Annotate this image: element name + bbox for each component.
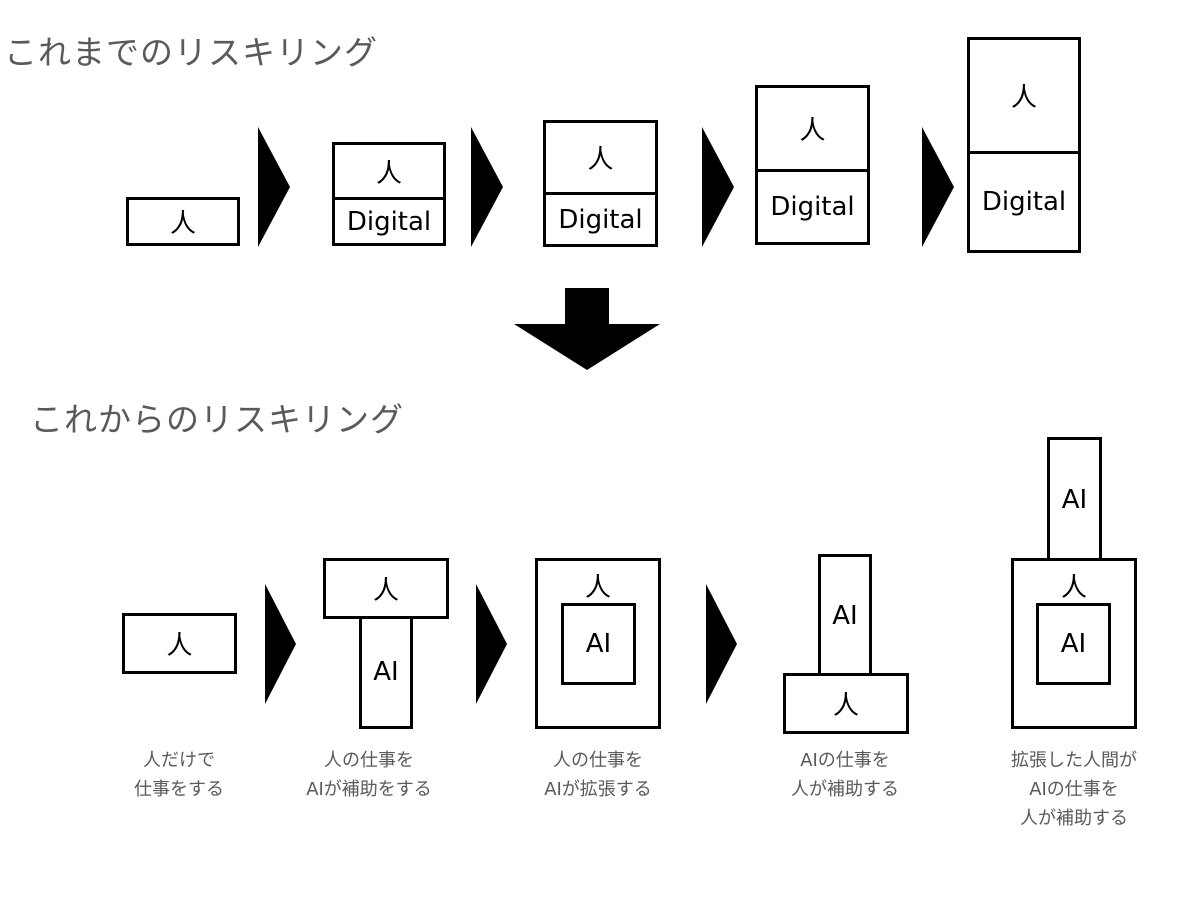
old-stage3-human-box: 人 bbox=[543, 120, 658, 195]
new-stage4-human-box: 人 bbox=[783, 673, 909, 734]
caption-line: 人が補助する bbox=[791, 779, 899, 800]
old-stage3-digital-box: Digital bbox=[543, 192, 658, 247]
caption-line: AIが拡張する bbox=[544, 779, 652, 800]
caption-stage4: AIの仕事を 人が補助する bbox=[745, 746, 945, 804]
chevron-right-arrow bbox=[265, 584, 296, 704]
ai-label: AI bbox=[832, 601, 858, 631]
caption-stage3: 人の仕事を AIが拡張する bbox=[498, 746, 698, 804]
caption-line: 人の仕事を bbox=[553, 750, 643, 771]
ai-label: AI bbox=[1061, 485, 1088, 515]
caption-line: AIの仕事を bbox=[800, 750, 890, 771]
human-label: 人 bbox=[375, 158, 402, 189]
new-stage3-human-label: 人 bbox=[535, 566, 661, 604]
new-stage1-human-box: 人 bbox=[122, 613, 237, 674]
caption-stage5: 拡張した人間が AIの仕事を 人が補助する bbox=[974, 746, 1174, 833]
new-stage2-human-box: 人 bbox=[323, 558, 449, 619]
down-arrow bbox=[514, 288, 660, 370]
old-stage2-digital-box: Digital bbox=[332, 197, 446, 246]
human-label: 人 bbox=[587, 145, 614, 175]
human-label: 人 bbox=[799, 116, 826, 146]
human-label: 人 bbox=[1060, 572, 1087, 603]
caption-stage1: 人だけで 仕事をする bbox=[79, 746, 279, 804]
human-label: 人 bbox=[1010, 83, 1037, 113]
digital-label: Digital bbox=[981, 187, 1067, 217]
chevron-right-arrow bbox=[702, 127, 734, 247]
new-stage4-ai-box: AI bbox=[818, 554, 872, 678]
human-label: 人 bbox=[169, 209, 196, 239]
new-stage3-human-box bbox=[535, 558, 661, 729]
section-old-title: これまでのリスキリング bbox=[4, 33, 378, 72]
ai-label: AI bbox=[373, 656, 399, 687]
caption-line: 仕事をする bbox=[134, 779, 224, 800]
old-stage2-human-box: 人 bbox=[332, 142, 446, 200]
caption-line: 人の仕事を bbox=[324, 750, 414, 771]
chevron-right-arrow bbox=[471, 127, 503, 247]
digital-label: Digital bbox=[558, 204, 643, 235]
caption-stage2: 人の仕事を AIが補助をする bbox=[269, 746, 469, 804]
chevron-right-arrow bbox=[258, 127, 290, 247]
chevron-right-arrow bbox=[922, 127, 954, 247]
caption-line: 拡張した人間が bbox=[1011, 750, 1137, 771]
old-stage5-human-box: 人 bbox=[967, 37, 1081, 154]
chevron-right-arrow bbox=[706, 584, 737, 704]
chevron-right-arrow bbox=[476, 584, 507, 704]
human-label: 人 bbox=[372, 576, 399, 606]
old-stage4-digital-box: Digital bbox=[755, 169, 870, 245]
old-stage1-human-box: 人 bbox=[126, 197, 240, 246]
digital-label: Digital bbox=[346, 206, 432, 237]
new-stage5-ai-top-box: AI bbox=[1047, 437, 1102, 563]
old-stage5-digital-box: Digital bbox=[967, 151, 1081, 253]
section-new-title: これからのリスキリング bbox=[30, 400, 404, 439]
new-stage5-ai-inner-box: AI bbox=[1036, 603, 1111, 685]
new-stage2-ai-box: AI bbox=[359, 614, 413, 729]
caption-line: 人が補助する bbox=[1020, 808, 1128, 829]
new-stage3-ai-box: AI bbox=[561, 603, 636, 685]
digital-label: Digital bbox=[770, 192, 855, 222]
caption-line: 人だけで bbox=[143, 750, 215, 771]
human-label: 人 bbox=[832, 691, 859, 721]
old-stage4-human-box: 人 bbox=[755, 85, 870, 172]
caption-line: AIの仕事を bbox=[1029, 779, 1119, 800]
human-label: 人 bbox=[166, 631, 193, 661]
human-label: 人 bbox=[584, 572, 611, 603]
caption-line: AIが補助をする bbox=[306, 779, 432, 800]
new-stage5-human-label: 人 bbox=[1011, 566, 1137, 604]
ai-label: AI bbox=[585, 629, 612, 659]
ai-label: AI bbox=[1060, 629, 1087, 659]
